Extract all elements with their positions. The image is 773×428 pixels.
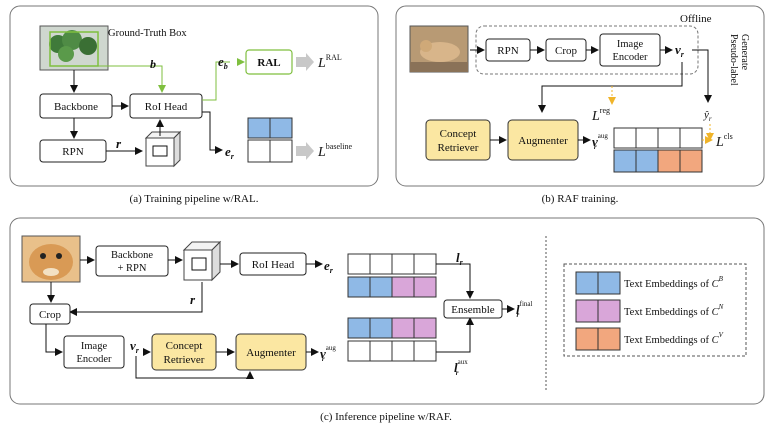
ensemble-label: Ensemble: [451, 304, 494, 316]
concept-label-b-2: Retriever: [438, 142, 479, 154]
image-encoder-b-1: Image: [617, 39, 644, 50]
lr-label: lr: [456, 250, 464, 267]
r-label-c: r: [190, 292, 196, 307]
backbone-rpn-2: + RPN: [118, 263, 147, 274]
embedding-grid-a: [247, 117, 293, 163]
cat-image: [409, 25, 469, 73]
legend-item-3: Text Embeddings of CV: [575, 327, 724, 351]
backbone-rpn-box: [95, 245, 169, 277]
legend-box: [563, 263, 747, 357]
ral-box: [245, 49, 293, 75]
backbone-label: Backbone: [54, 101, 98, 113]
ral-label: RAL: [257, 57, 280, 69]
roi-head-label: RoI Head: [145, 101, 188, 113]
vr-label-b: vr: [675, 42, 685, 59]
legend-text-3: Text Embeddings of CV: [624, 331, 724, 346]
loss-ral: LRAL: [317, 53, 342, 71]
eb-label: eb: [218, 54, 228, 71]
panel-c-frame: [9, 217, 765, 405]
legend-item-1: Text Embeddings of CB: [575, 271, 724, 295]
concept-label-c-1: Concept: [166, 340, 203, 352]
generate-label-1: Generate: [739, 34, 750, 71]
image-encoder-c-2: Encoder: [77, 354, 112, 365]
caption-c: (c) Inference pipeline w/RAF.: [320, 411, 452, 423]
rpn-label-a: RPN: [62, 146, 83, 158]
b-label: b: [150, 57, 156, 71]
concept-retriever-box-b: [425, 119, 491, 161]
augmenter-label-b: Augmenter: [518, 135, 568, 147]
gray-arrow-ral: [296, 53, 314, 71]
roi-head-box: [129, 93, 203, 119]
caption-b: (b) RAF training.: [542, 193, 619, 205]
loss-baseline: Lbaseline: [317, 142, 352, 160]
yr-label: ŷr: [703, 109, 712, 123]
concept-label-c-2: Retriever: [164, 354, 205, 366]
concept-label-b-1: Concept: [440, 128, 477, 140]
embedding-grid-b: [613, 127, 703, 173]
feature-cube-c: [182, 240, 222, 282]
legend-text-2: Text Embeddings of CN: [624, 303, 724, 318]
image-encoder-c-1: Image: [81, 341, 108, 352]
er-label-c: er: [324, 258, 334, 275]
hamster-image: [21, 235, 81, 283]
embedding-grid-c-top: [347, 253, 437, 298]
broccoli-image: [39, 25, 109, 71]
gray-arrow-base: [296, 142, 314, 160]
r-label-a: r: [116, 136, 122, 151]
legend-item-2: Text Embeddings of CN: [575, 299, 724, 323]
feature-cube-a: [144, 130, 182, 168]
legend-text-1: Text Embeddings of CB: [624, 275, 724, 290]
er-label-a: er: [225, 144, 235, 161]
offline-label: Offline: [680, 13, 712, 25]
crop-box-c: [29, 303, 71, 325]
image-encoder-box-c: [63, 335, 125, 369]
panel-b-frame: [395, 5, 765, 187]
roi-head-label-c: RoI Head: [252, 259, 295, 271]
embedding-grid-c-bottom: [347, 317, 437, 362]
vr-label-c: vr: [130, 338, 140, 355]
gt-box-label: Ground-Truth Box: [108, 28, 187, 39]
loss-cls: Lcls: [715, 132, 733, 150]
loss-reg: Lreg: [591, 106, 610, 124]
generate-label-2: Pseudo-label: [728, 34, 739, 86]
augmenter-label-c: Augmenter: [246, 347, 296, 359]
backbone-rpn-1: Backbone: [111, 250, 153, 261]
panel-a-frame: [9, 5, 379, 187]
caption-a: (a) Training pipeline w/RAL.: [130, 193, 259, 205]
crop-label-c: Crop: [39, 309, 62, 321]
image-encoder-b-2: Encoder: [613, 52, 648, 63]
crop-label-b: Crop: [555, 45, 578, 57]
rpn-label-b: RPN: [497, 45, 518, 57]
